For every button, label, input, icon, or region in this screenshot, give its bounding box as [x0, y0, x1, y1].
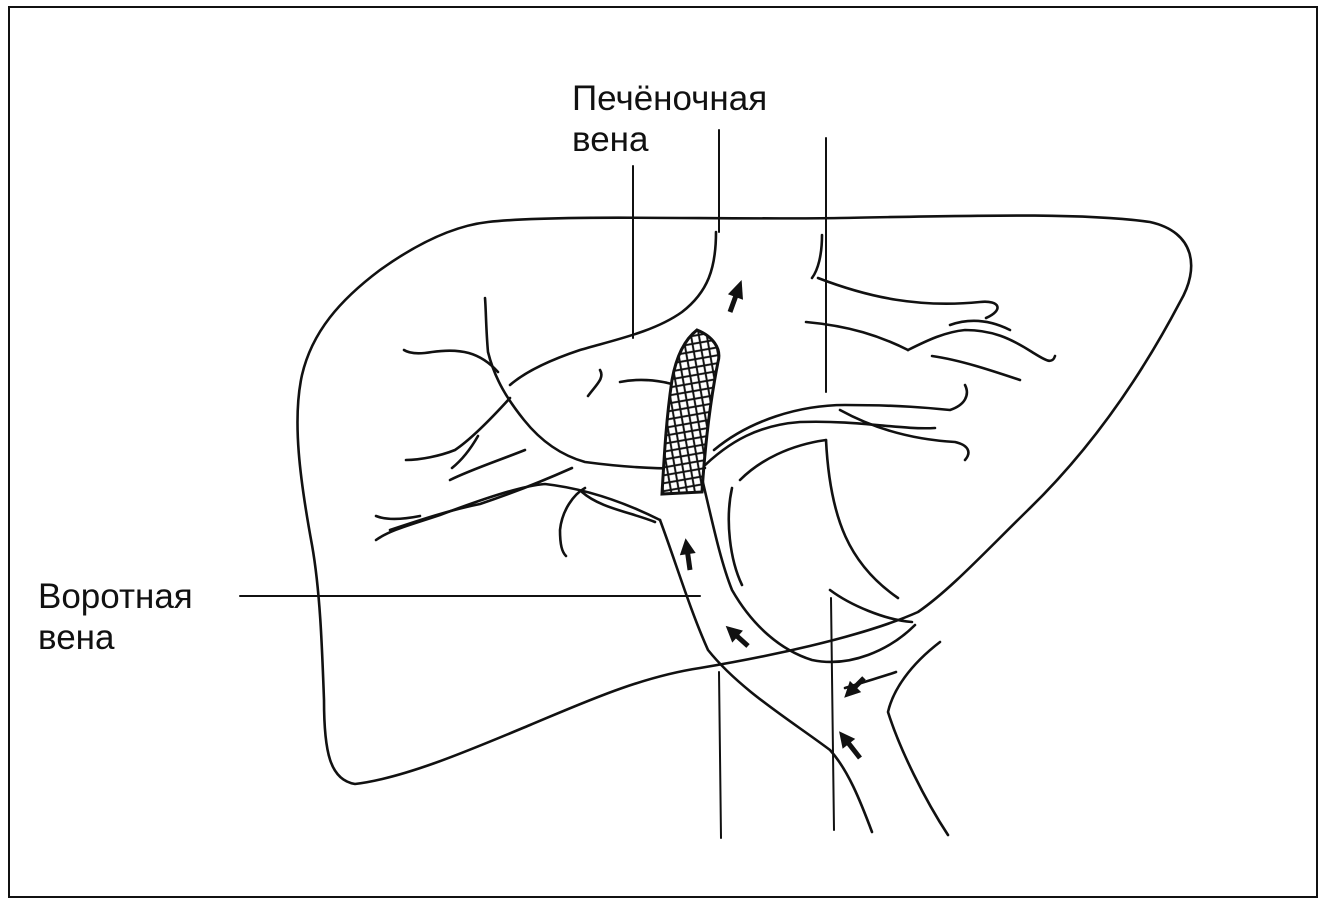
hepatic-vein-label-line-1: Печёночная — [572, 79, 768, 118]
flow-arrow — [844, 676, 866, 698]
flow-arrow — [727, 280, 743, 313]
portal-vein — [374, 296, 970, 837]
portal-vein-label-line-2: вена — [38, 618, 115, 657]
figure-frame — [8, 6, 1318, 898]
hepatic-vein-label-line-2: вена — [572, 120, 649, 159]
vertical-guide-lines — [718, 129, 835, 839]
portal-vein-label: Воротная вена — [38, 576, 193, 658]
stent-mesh — [660, 328, 721, 496]
flow-arrow — [839, 731, 862, 760]
flow-arrow — [679, 538, 696, 571]
hepatic-vein — [508, 230, 1057, 398]
flow-arrow — [725, 625, 750, 648]
portal-vein-label-line-1: Воротная — [38, 577, 193, 616]
hepatic-vein-label: Печёночная вена — [572, 78, 767, 160]
flow-arrows — [679, 280, 866, 760]
liver-outline — [296, 214, 1193, 786]
